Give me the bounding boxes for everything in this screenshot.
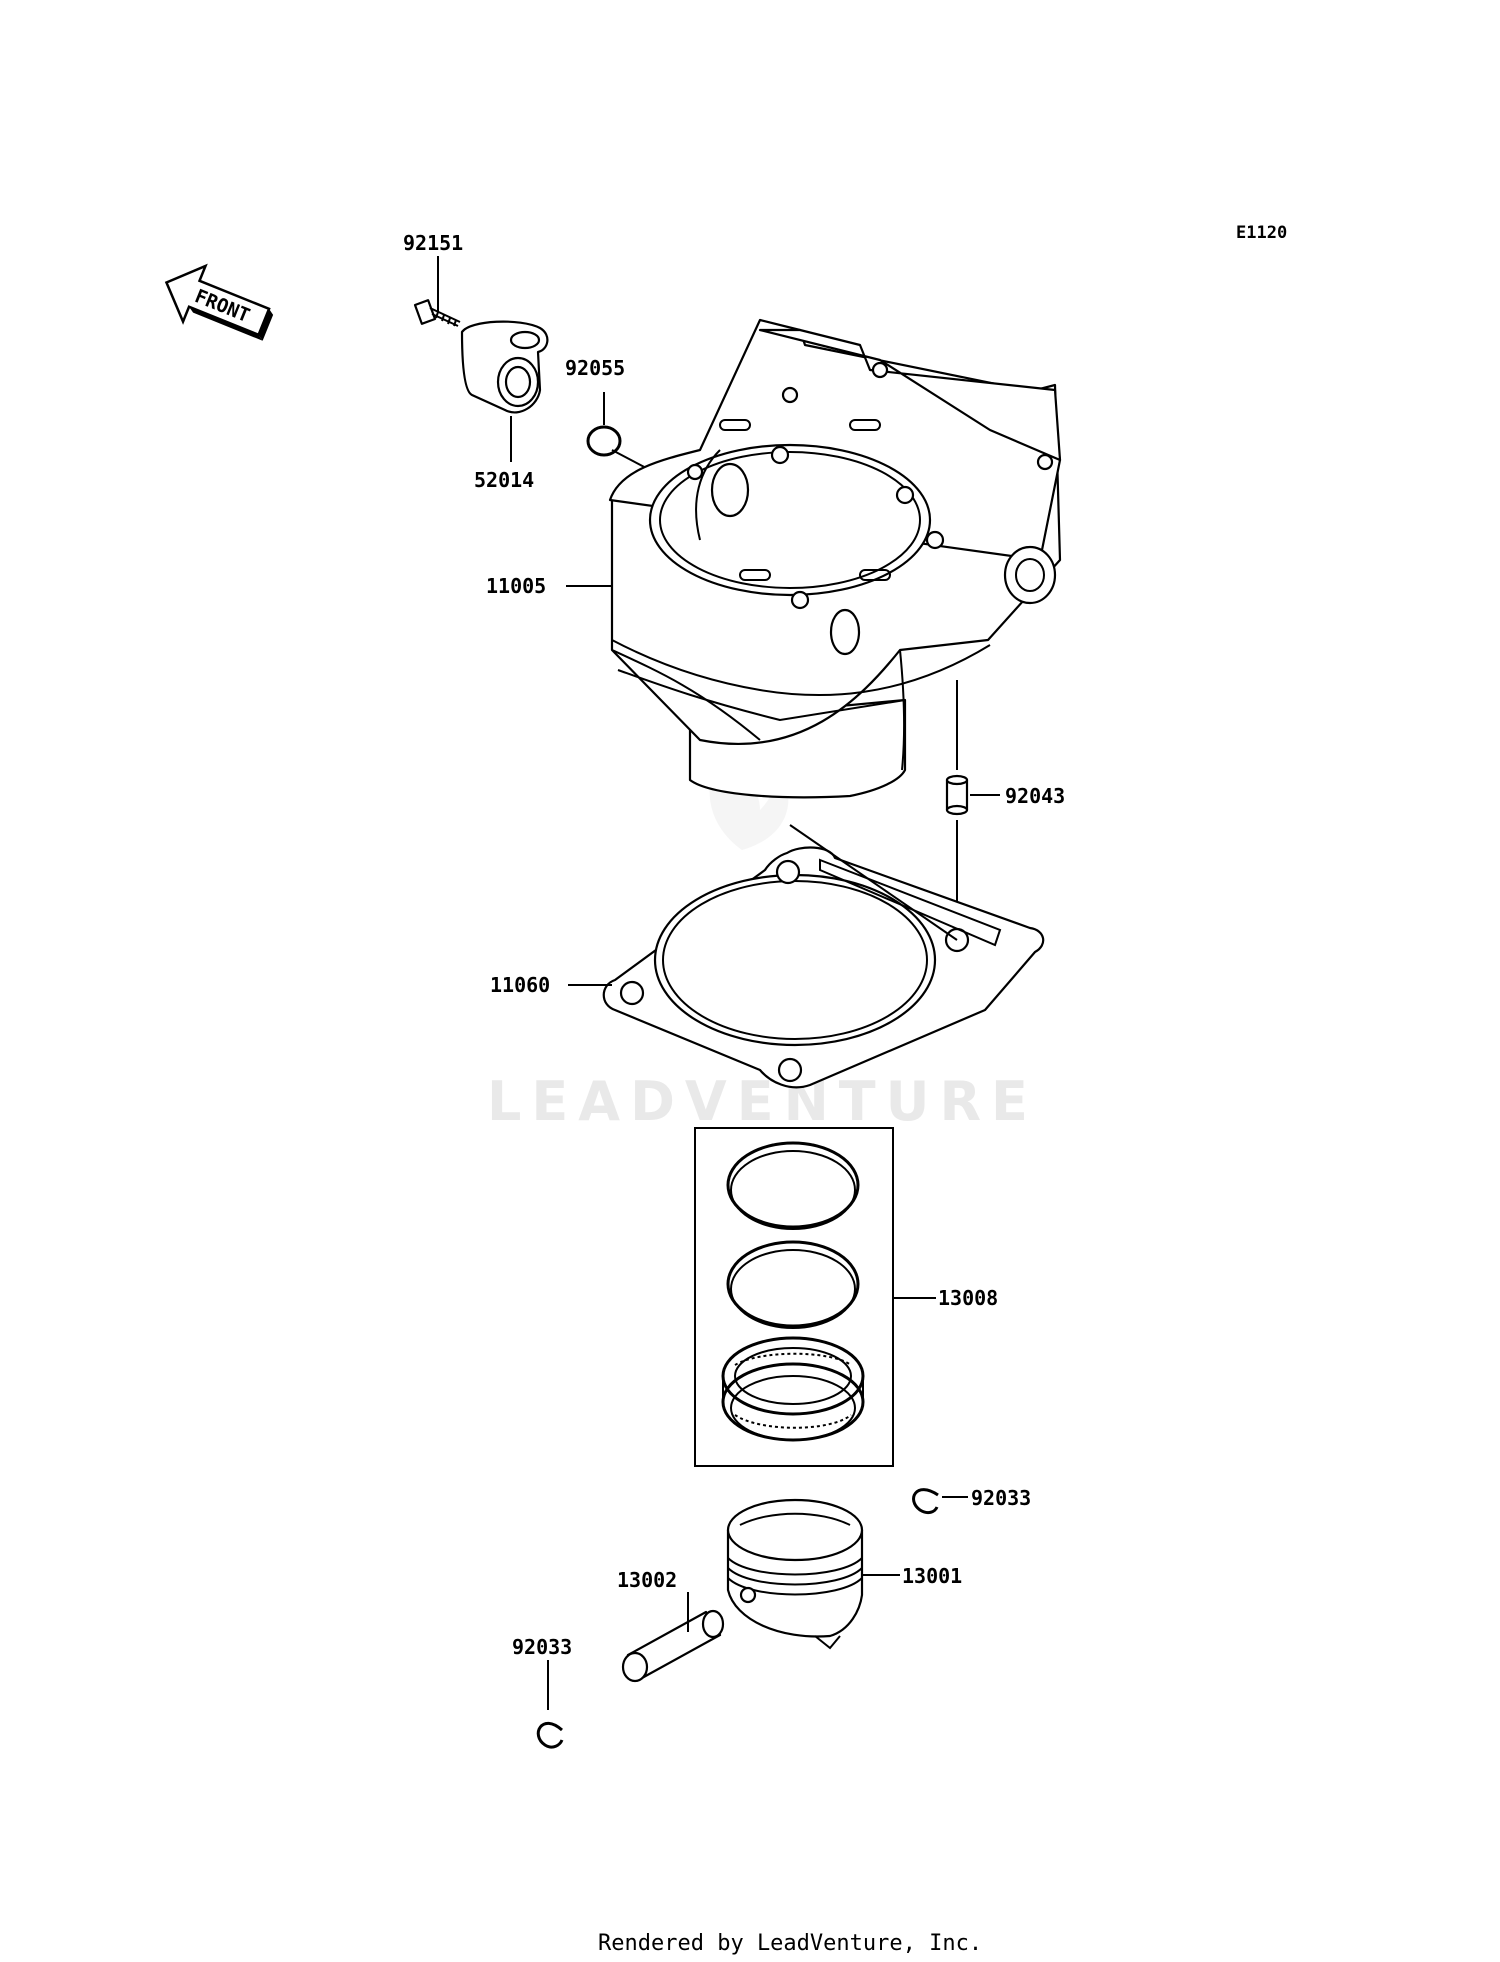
- gasket-part: [602, 824, 1045, 1089]
- callout-circlip-left: 92033: [512, 1635, 572, 1659]
- callout-oring: 92055: [565, 356, 625, 380]
- footer-credit: Rendered by LeadVenture, Inc.: [598, 1931, 982, 1956]
- callout-gasket: 11060: [490, 973, 550, 997]
- cylinder-part: [608, 318, 1062, 799]
- diagram-code: E1120: [1236, 223, 1287, 243]
- callout-circlip-right: 92033: [971, 1486, 1031, 1510]
- callout-bolt: 92151: [403, 231, 463, 255]
- dowel-part: [945, 774, 969, 816]
- oring-part: [586, 425, 622, 457]
- piston-part: [726, 1498, 864, 1650]
- circlip-right-part: [912, 1488, 939, 1515]
- callout-piston: 13001: [902, 1564, 962, 1588]
- circlip-left-part: [536, 1721, 564, 1749]
- callout-fitting: 52014: [474, 468, 534, 492]
- callout-pin: 13002: [617, 1568, 677, 1592]
- callout-cylinder: 11005: [486, 574, 546, 598]
- watermark-text: LEADVENTURE: [487, 1070, 1038, 1133]
- callout-dowel: 92043: [1005, 784, 1065, 808]
- front-arrow-icon: FRONT: [164, 263, 274, 341]
- piston-rings-part: [721, 1141, 865, 1442]
- piston-pin-part: [621, 1609, 725, 1683]
- callout-rings: 13008: [938, 1286, 998, 1310]
- bolt-part: [413, 299, 461, 327]
- fitting-part: [460, 320, 549, 414]
